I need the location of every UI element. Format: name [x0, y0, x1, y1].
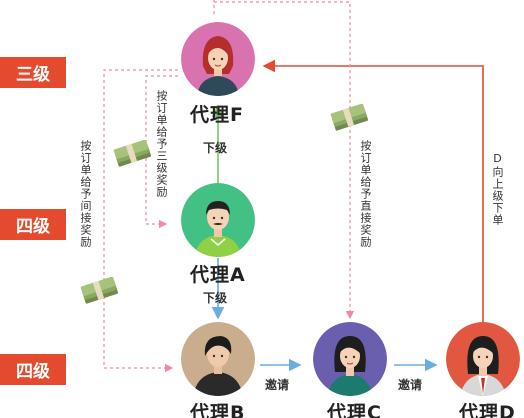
level-badge-top: 三级	[0, 57, 66, 88]
agent-a-avatar	[181, 183, 255, 257]
person-avatar-icon	[313, 322, 387, 396]
person-avatar-icon	[181, 22, 255, 96]
dash-f-to-b	[103, 69, 178, 373]
label-indirect-reward: 按订单给予间接奖励	[79, 140, 92, 248]
agent-c-avatar	[313, 322, 387, 396]
agent-f-avatar	[181, 22, 255, 96]
person-avatar-icon	[446, 322, 520, 396]
person-avatar-icon	[181, 322, 255, 396]
agent-c-name: 代理C	[327, 402, 382, 418]
agent-a-name: 代理A	[190, 264, 246, 286]
level-badge-middle: 四级	[0, 209, 66, 240]
person-avatar-icon	[181, 183, 255, 257]
label-level3-reward: 按订单给予三级奖励	[155, 90, 168, 198]
agent-b-name: 代理B	[190, 402, 246, 418]
arrow-d-to-f	[262, 59, 484, 325]
agent-d-avatar	[446, 322, 520, 396]
label-d-order: D向上级下单	[491, 152, 504, 226]
label-sub-f-a: 下级	[203, 141, 228, 155]
agent-d-name: 代理D	[459, 402, 516, 418]
money-stack-icon	[80, 277, 119, 304]
agent-b-avatar	[181, 322, 255, 396]
agent-f-name: 代理F	[190, 104, 244, 126]
label-direct-reward: 按订单给予直接奖励	[359, 140, 372, 248]
level-badge-bottom: 四级	[0, 354, 66, 385]
label-sub-a-b: 下级	[203, 291, 228, 305]
label-invite-c-d: 邀请	[398, 378, 423, 392]
money-stack-icon	[113, 140, 152, 167]
label-invite-b-c: 邀请	[265, 378, 290, 392]
dash-to-c	[213, 0, 350, 318]
money-stack-icon	[330, 104, 369, 131]
